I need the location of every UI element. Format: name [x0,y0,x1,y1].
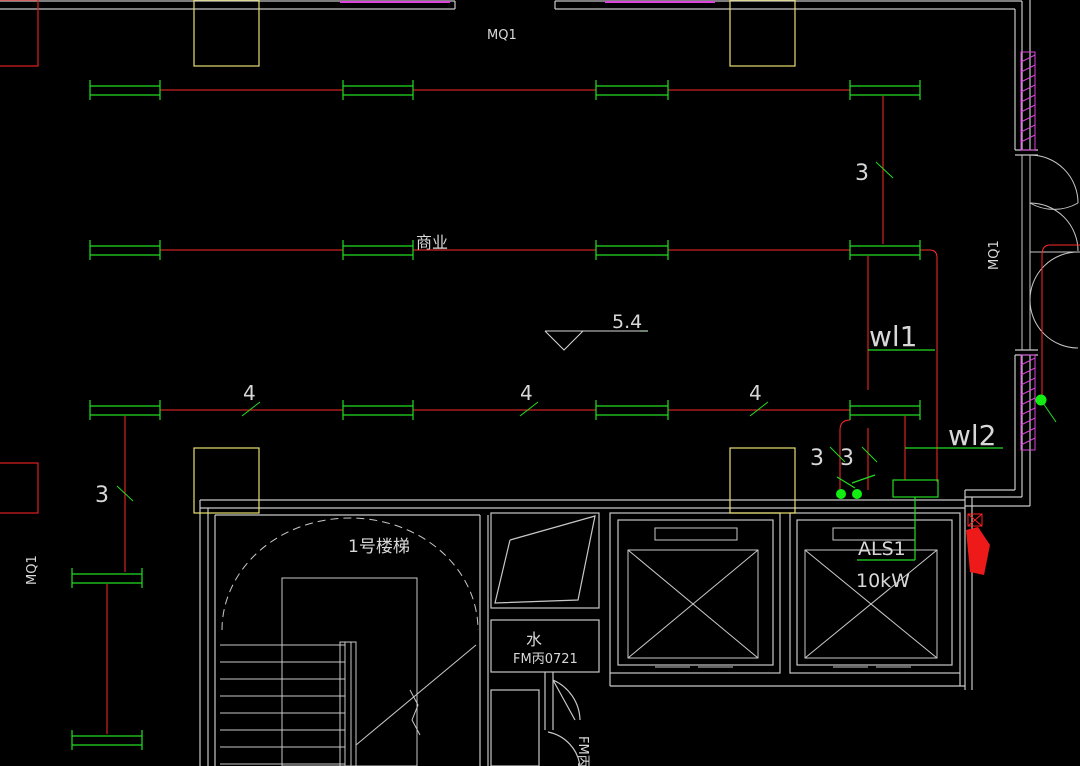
wire-ticks [116,161,894,502]
label-wire-4a: 4 [243,381,256,405]
lighting-circuits [106,89,1080,734]
socket-1 [836,489,846,499]
level-marker [544,330,648,351]
label-fire-door-partial: FM丙 [575,736,590,766]
label-panel-name: ALS1 [858,538,906,560]
elevator-2 [804,527,938,668]
entrance-doors [1021,154,1080,350]
label-stair: 1号楼梯 [348,537,410,557]
label-wire-3c: 3 [810,446,824,471]
luminaire-r2c2 [342,240,414,260]
luminaire-r2c3 [595,240,669,260]
label-room: 商业 [416,233,448,252]
annotations: MQ1 MQ1 MQ1 商业 5.4 wl1 wl2 3 4 4 4 3 3 3… [25,28,1002,766]
columns [193,0,796,514]
label-wire-4c: 4 [749,381,762,405]
label-panel-power: 10kW [856,570,910,592]
label-fire-door: FM丙0721 [513,652,578,667]
luminaire-left-2 [71,730,143,750]
label-wire-4b: 4 [520,381,533,405]
fire-equipment [966,513,990,575]
label-wl2: wl2 [948,419,997,452]
label-mq1-top: MQ1 [487,28,517,43]
label-mq1-right: MQ1 [987,240,1002,270]
luminaire-left-1 [71,568,143,588]
socket-3-lead [1040,399,1057,423]
luminaire-r3c1 [89,400,161,420]
label-wl1: wl1 [869,320,918,353]
panel-als1 [836,474,939,561]
label-mq1-left: MQ1 [25,555,40,585]
label-wire-3a: 3 [855,161,869,186]
elevator-1 [627,527,759,668]
luminaire-r3c4 [849,400,921,420]
columns-red [0,0,39,514]
label-level: 5.4 [612,311,642,333]
luminaire-r1c3 [595,80,669,100]
label-wire-3b: 3 [95,483,109,508]
label-wire-3d: 3 [840,446,854,471]
label-water: 水 [526,630,542,649]
luminaire-r1c4 [849,80,921,100]
luminaire-r1c2 [342,80,414,100]
luminaire-r1c1 [89,80,161,100]
luminaire-r3c2 [342,400,414,420]
luminaires [71,80,921,750]
luminaire-r3c3 [595,400,669,420]
socket-2 [852,489,862,499]
stair-1 [220,517,479,766]
luminaire-r2c1 [89,240,161,260]
luminaire-r2c4 [849,240,921,260]
window-hatch [340,1,1036,451]
